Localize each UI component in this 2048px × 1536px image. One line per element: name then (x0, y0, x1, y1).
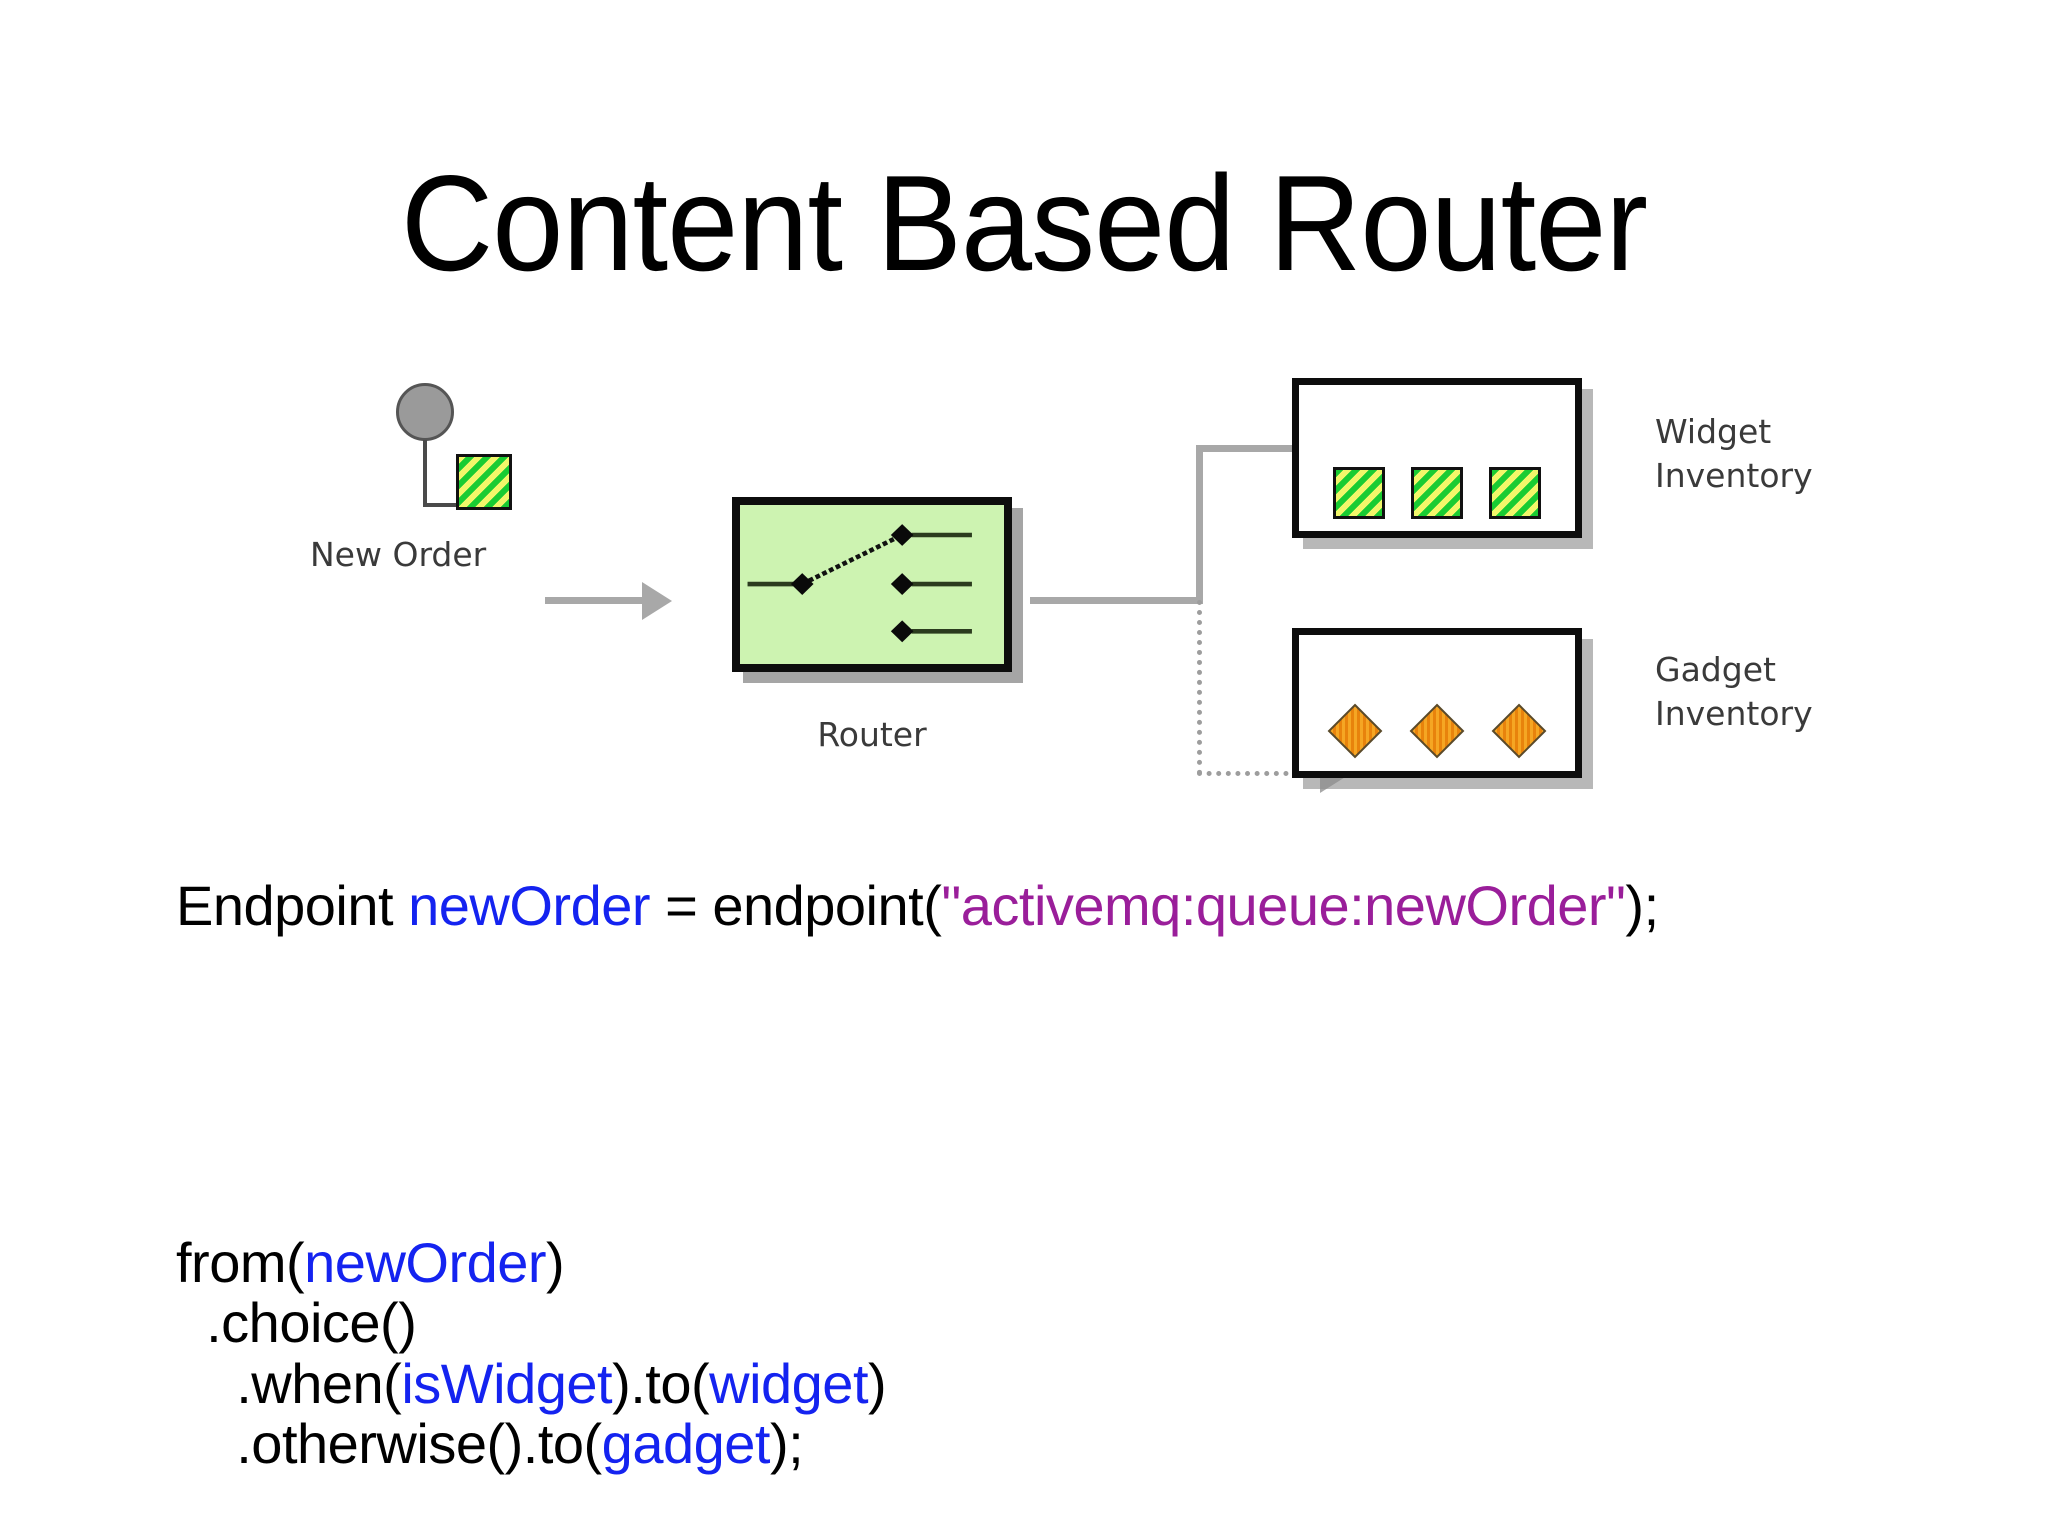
code-token-plain: .when( (176, 1351, 402, 1415)
content-based-router-diagram: New Order Router (150, 370, 1950, 840)
connector-router-trunk (1030, 597, 1202, 604)
widget-inventory-box (1292, 378, 1582, 538)
code-line: .when(isWidget).to(widget) (176, 1351, 887, 1415)
code-token-ident: widget (709, 1351, 868, 1415)
gadget-item-icon (1491, 703, 1547, 759)
route-code-block: from(newOrder) .choice() .when(isWidget)… (176, 1231, 887, 1475)
code-line: .otherwise().to(gadget); (176, 1414, 886, 1474)
code-token-plain: ); (769, 1412, 804, 1476)
widget-item-icon (1411, 467, 1463, 519)
gadget-inventory-label-line2: Inventory (1655, 693, 1813, 733)
code-token-plain: .choice() (176, 1291, 417, 1355)
connector-gadget-vertical-dotted (1197, 600, 1202, 775)
router-label: Router (817, 715, 927, 754)
new-order-message-icon (456, 454, 512, 510)
source-stem-horizontal (423, 503, 459, 507)
code-token-plain: Endpoint (176, 874, 409, 937)
arrow-source-to-router-shaft (545, 597, 645, 604)
gadget-item-icon (1327, 703, 1383, 759)
gadget-inventory-box (1292, 628, 1582, 778)
widget-inventory-items (1299, 467, 1575, 519)
code-token-ident: isWidget (401, 1351, 613, 1415)
gadget-inventory-items (1299, 703, 1575, 759)
widget-inventory-label-line1: Widget (1655, 412, 1772, 451)
widget-item-icon (1333, 467, 1385, 519)
code-token-ident: newOrder (408, 874, 651, 937)
code-token-ident: newOrder (304, 1231, 547, 1294)
code-token-plain: ); (1625, 874, 1659, 937)
code-token-ident: gadget (601, 1412, 771, 1476)
gadget-item-icon (1409, 703, 1465, 759)
connector-widget-vertical (1196, 445, 1203, 604)
connector-gadget-horizontal-dotted (1197, 771, 1327, 776)
page-title: Content Based Router (400, 147, 1648, 299)
code-token-plain: .otherwise().to( (176, 1412, 602, 1476)
switch-router-icon (747, 524, 972, 643)
router-box (732, 497, 1012, 672)
connector-widget-horizontal (1200, 445, 1328, 452)
new-order-label: New Order (310, 535, 487, 574)
code-token-plain: ).to( (612, 1351, 710, 1415)
widget-inventory-label-line2: Inventory (1655, 455, 1813, 495)
code-line: .choice() (176, 1293, 886, 1353)
code-token-plain: ) (868, 1351, 887, 1415)
endpoint-code-line: Endpoint newOrder = endpoint("activemq:q… (176, 873, 1659, 938)
widget-item-icon (1489, 467, 1541, 519)
widget-inventory-label: Widget Inventory (1655, 410, 1813, 497)
message-source-circle-icon (396, 383, 454, 441)
gadget-inventory-label-line1: Gadget (1655, 650, 1776, 689)
arrow-source-to-router-head (642, 582, 672, 620)
code-token-plain: from( (176, 1231, 305, 1294)
code-token-string: "activemq:queue:newOrder" (941, 874, 1626, 937)
code-token-plain: = endpoint( (650, 874, 942, 937)
source-stem-vertical (423, 440, 427, 507)
code-token-plain: ) (546, 1231, 565, 1294)
code-line: from(newOrder) (176, 1231, 886, 1294)
gadget-inventory-label: Gadget Inventory (1655, 648, 1813, 735)
